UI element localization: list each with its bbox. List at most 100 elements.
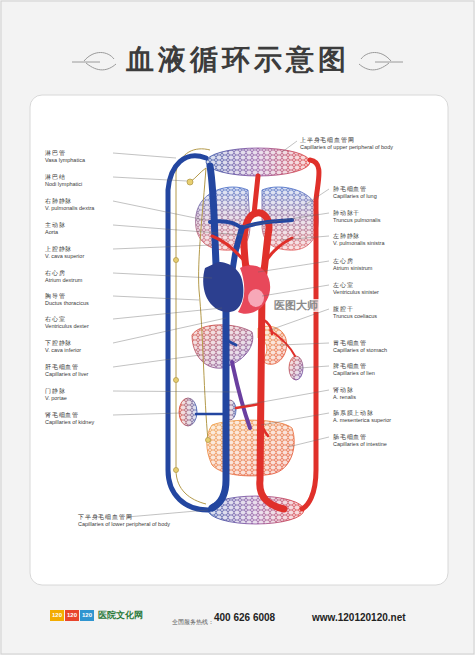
leader-line [244, 213, 329, 226]
right-heart [203, 262, 243, 312]
celiac-trunk [261, 318, 272, 334]
part-name-zh: 肺毛细血管 [333, 186, 367, 193]
ornament-curve [361, 53, 391, 62]
portal-vein [232, 362, 250, 428]
lymph-nodes [174, 179, 211, 473]
lymph-vessel [176, 149, 210, 504]
lymph-node [174, 468, 179, 473]
vein [168, 156, 208, 510]
leader-line [113, 296, 199, 300]
part-name-en: Nodi lymphatici [45, 181, 82, 188]
part-name-en: Atrium sinistrum [333, 265, 372, 272]
leader-line [280, 343, 329, 345]
leader-line [113, 177, 187, 181]
part-name-zh: 淋巴管 [45, 150, 65, 157]
leader-line [113, 318, 226, 343]
leader-line [113, 273, 212, 278]
part-name-zh: 胃毛细血管 [333, 340, 367, 347]
superior-vena-cava [210, 166, 216, 264]
white-panel [30, 95, 448, 585]
capillary-tint [206, 148, 310, 176]
brand-name: 医院文化网 [98, 610, 143, 621]
hotline-caption: 全国服务热线： [172, 619, 214, 626]
part-name-zh: 肠毛细血管 [333, 434, 367, 441]
part-name-en: Truncus pulmonalis [333, 217, 380, 224]
artery [254, 176, 258, 214]
vessels [168, 156, 319, 510]
lymph-node [174, 378, 179, 383]
part-name-en: V. pulmonalis dextra [45, 205, 94, 212]
leader-line [113, 225, 243, 235]
part-name-zh: 腹腔干 [333, 306, 353, 313]
ornament-line [72, 62, 100, 63]
part-name-en: Ventriculus sinister [333, 289, 379, 296]
lymph-vessels [176, 149, 210, 504]
part-name-zh: 上半身毛细血管网 [300, 137, 354, 144]
footer-logo [50, 610, 94, 621]
leader-line [113, 245, 212, 249]
kidney-net [179, 398, 197, 426]
logo-number: 120 [65, 610, 79, 621]
part-name-zh: 右心房 [45, 270, 65, 277]
part-name-zh: 下腔静脉 [45, 340, 72, 347]
part-name-zh: 右心室 [45, 316, 65, 323]
part-name-zh: 肠系膜上动脉 [333, 410, 374, 417]
pulmonary-artery [242, 220, 292, 228]
capillary-outline [206, 148, 310, 176]
part-name-zh: 肝毛细血管 [45, 364, 79, 371]
part-name-en: Aorta [45, 229, 58, 236]
thoracic-duct [199, 168, 208, 440]
leader-line [288, 437, 329, 447]
leader-line [113, 201, 205, 220]
part-name-zh: 下半身毛细血管网 [78, 514, 132, 521]
part-name-zh: 肾动脉 [333, 387, 353, 394]
part-name-en: Capillaries of lien [333, 370, 375, 377]
liver-tint [192, 325, 253, 368]
part-name-en: Ventriculus dexter [45, 323, 89, 330]
logo-number: 120 [50, 610, 64, 621]
logo-square [65, 610, 79, 621]
splenic-artery [270, 330, 295, 356]
ornament-curve [84, 53, 114, 62]
pulmonary-artery [210, 221, 242, 228]
lymph-node [174, 258, 179, 263]
artery [302, 160, 319, 509]
phone-number: 400 626 6008 [214, 612, 275, 624]
leader-line [127, 510, 208, 517]
kidney-tint [179, 398, 197, 426]
leader-line [113, 391, 238, 392]
part-name-en: Capillaries of kidney [45, 419, 94, 426]
capillary-nets [179, 148, 318, 524]
part-name-zh: 左心房 [333, 258, 353, 265]
hepatic-vein [226, 340, 236, 345]
aorta [244, 213, 284, 509]
leader-lines [113, 141, 329, 517]
logo-square [50, 610, 64, 621]
kidney-outline [179, 398, 197, 426]
leader-line [262, 285, 329, 296]
renal-vein [196, 413, 226, 416]
website-url: www.120120120.net [312, 612, 406, 624]
leader-line [261, 413, 329, 425]
leader-line [282, 141, 297, 152]
pulmonary-vein [262, 238, 292, 268]
part-name-en: V. cava inferior [45, 347, 81, 354]
part-name-en: Capillaries of lung [333, 193, 377, 200]
leader-line [299, 366, 329, 368]
part-name-zh: 左心室 [333, 282, 353, 289]
part-name-en: Capillaries of lower peripheral of body [78, 521, 170, 528]
left-heart [238, 265, 270, 314]
part-name-en: A. renalis [333, 394, 356, 401]
part-name-en: V. cava superior [45, 253, 84, 260]
ornament-curve [86, 63, 116, 70]
part-name-en: Capillaries of liver [45, 371, 88, 378]
leader-line [113, 308, 222, 319]
inferior-vena-cava [212, 305, 226, 508]
part-name-zh: 左肺静脉 [333, 233, 360, 240]
lymph-node [206, 438, 211, 443]
part-name-zh: 肾毛细血管 [45, 412, 79, 419]
lymph-node [187, 179, 193, 185]
